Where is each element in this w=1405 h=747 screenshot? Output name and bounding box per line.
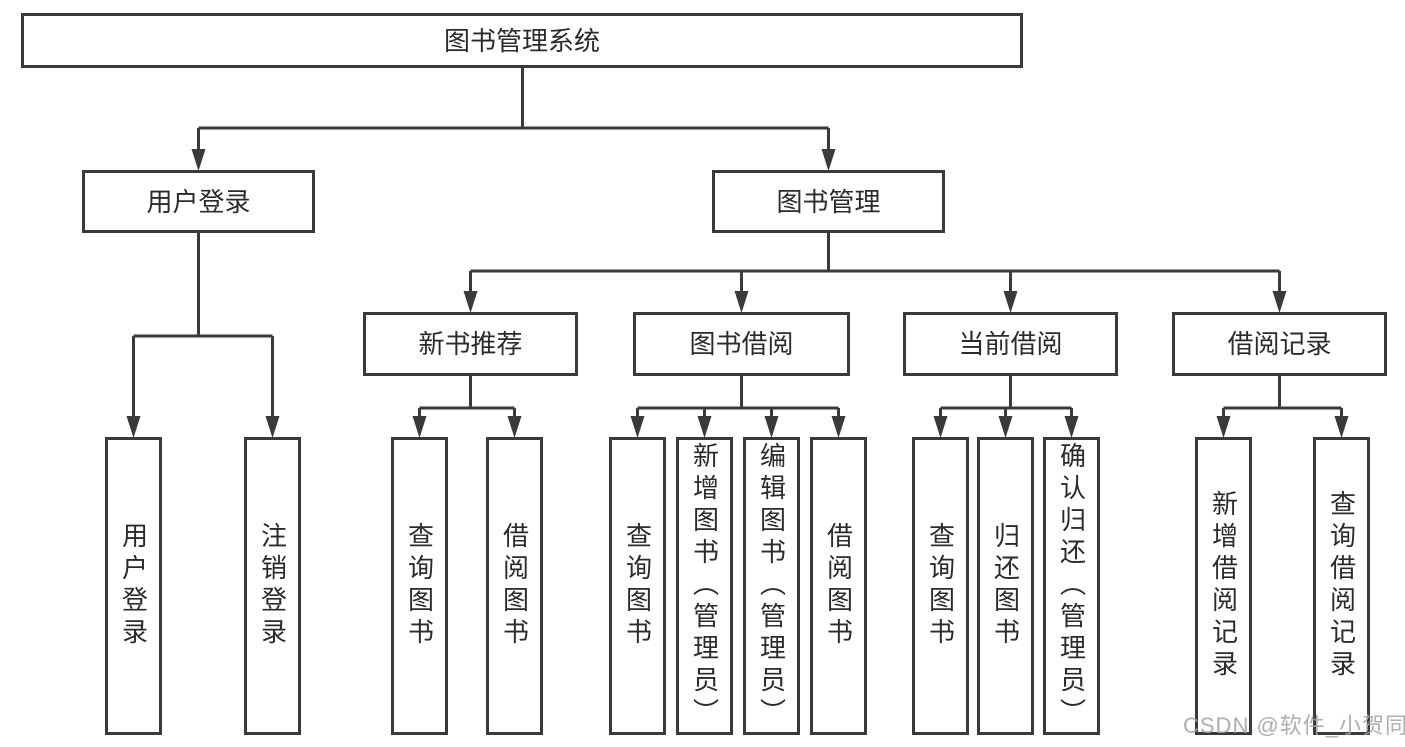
node-current-borrow: 当前借阅 <box>903 312 1118 376</box>
leaf-borrow-books: 借阅图书 <box>810 437 867 735</box>
leaf-query-books-borrow: 查询图书 <box>609 437 666 735</box>
node-new-book-recommend-label: 新书推荐 <box>418 329 523 359</box>
leaf-add-borrow-record-label: 新增借阅记录 <box>1208 490 1239 682</box>
leaf-logout: 注销登录 <box>244 437 301 735</box>
leaf-return-book-label: 归还图书 <box>990 522 1021 650</box>
leaf-logout-label: 注销登录 <box>257 522 288 650</box>
node-book-borrow: 图书借阅 <box>633 312 850 376</box>
leaf-borrow-books-recommend: 借阅图书 <box>486 437 543 735</box>
leaf-user-login-label: 用户登录 <box>118 522 149 650</box>
leaf-query-books-borrow-label: 查询图书 <box>622 522 653 650</box>
leaf-query-borrow-record-label: 查询借阅记录 <box>1326 490 1357 682</box>
leaf-edit-book-admin-label: 编辑图书（管理员） <box>756 442 787 730</box>
leaf-add-book-admin: 新增图书（管理员） <box>676 437 733 735</box>
node-new-book-recommend: 新书推荐 <box>363 312 578 376</box>
leaf-borrow-books-recommend-label: 借阅图书 <box>499 522 530 650</box>
leaf-borrow-books-label: 借阅图书 <box>823 522 854 650</box>
leaf-confirm-return-admin-label: 确认归还（管理员） <box>1056 442 1087 730</box>
node-book-management: 图书管理 <box>712 170 945 233</box>
node-book-management-label: 图书管理 <box>776 186 881 217</box>
node-borrow-records: 借阅记录 <box>1172 312 1387 376</box>
leaf-query-books-current: 查询图书 <box>912 437 969 735</box>
leaf-user-login: 用户登录 <box>105 437 162 735</box>
leaf-return-book: 归还图书 <box>977 437 1034 735</box>
node-user-login-label: 用户登录 <box>146 186 251 217</box>
node-book-borrow-label: 图书借阅 <box>689 329 794 359</box>
csdn-watermark: CSDN @软件_小贺同学 <box>1183 713 1405 738</box>
leaf-add-borrow-record: 新增借阅记录 <box>1195 437 1252 735</box>
node-root: 图书管理系统 <box>21 13 1023 68</box>
leaf-confirm-return-admin: 确认归还（管理员） <box>1043 437 1100 735</box>
leaf-query-borrow-record: 查询借阅记录 <box>1313 437 1370 735</box>
node-user-login: 用户登录 <box>82 170 315 233</box>
node-current-borrow-label: 当前借阅 <box>958 329 1063 359</box>
leaf-query-books-current-label: 查询图书 <box>925 522 956 650</box>
leaf-query-books-recommend: 查询图书 <box>391 437 448 735</box>
node-borrow-records-label: 借阅记录 <box>1227 329 1332 359</box>
leaf-query-books-recommend-label: 查询图书 <box>404 522 435 650</box>
node-root-label: 图书管理系统 <box>443 25 600 56</box>
leaf-add-book-admin-label: 新增图书（管理员） <box>689 442 720 730</box>
leaf-edit-book-admin: 编辑图书（管理员） <box>743 437 800 735</box>
